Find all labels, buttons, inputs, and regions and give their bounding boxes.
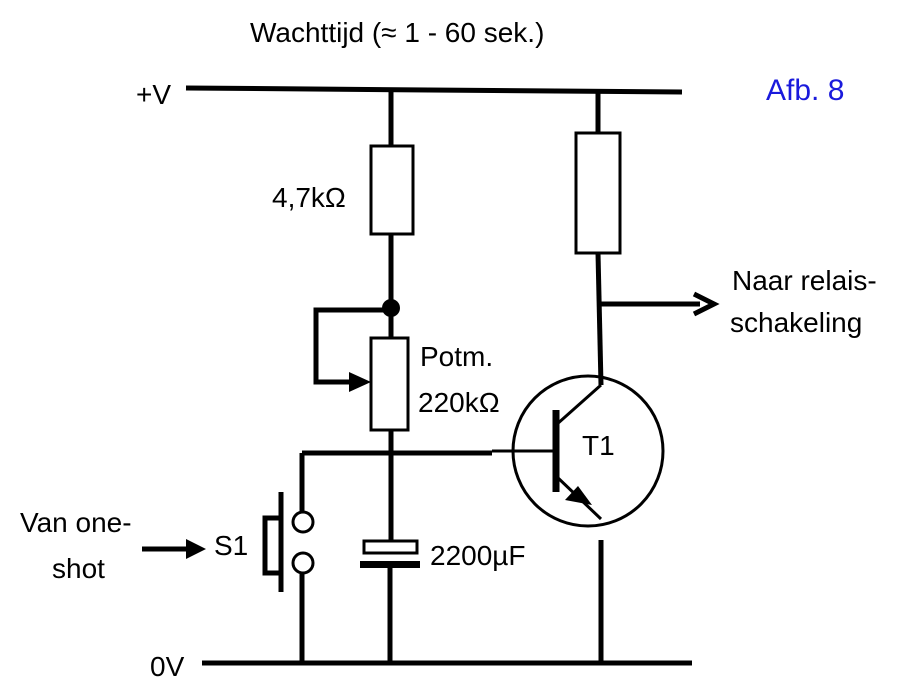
output-label-line2: schakeling: [730, 307, 862, 338]
ground-rail-label: 0V: [150, 651, 185, 682]
switch-top-contact: [291, 510, 315, 534]
input-label-line2: shot: [52, 553, 105, 584]
wiper-arrowhead: [349, 372, 371, 392]
transistor-t1-body: [511, 374, 665, 528]
collector-wire: [595, 252, 604, 386]
capacitor-label: 2200µF: [430, 540, 526, 571]
potentiometer-wiper: [313, 307, 391, 385]
capacitor-top-plate: [362, 539, 419, 555]
capacitor-bottom-plate: [360, 561, 420, 568]
potentiometer: [369, 336, 410, 432]
switch-bottom-contact: [291, 551, 315, 575]
transistor-collector-lead: [555, 383, 602, 427]
input-arrowhead: [186, 539, 206, 559]
diagram-title: Wachttijd (≈ 1 - 60 sek.): [250, 17, 544, 48]
input-label-line1: Van one-: [20, 507, 132, 538]
resistor-r1: [369, 144, 415, 236]
transistor-emitter-arrow: [565, 486, 592, 505]
resistor-r1-label: 4,7kΩ: [272, 182, 346, 213]
output-arrowhead: [692, 291, 720, 317]
positive-rail: [185, 85, 683, 95]
switch-actuator-bracket: [262, 515, 281, 576]
potentiometer-label-line2: 220kΩ: [418, 387, 500, 418]
resistor-collector: [574, 131, 622, 255]
figure-label: Afb. 8: [766, 74, 844, 107]
positive-rail-label: +V: [136, 79, 171, 110]
transistor-label: T1: [582, 430, 615, 461]
potentiometer-label-line1: Potm.: [420, 341, 493, 372]
output-label-line1: Naar relais-: [732, 265, 877, 296]
switch-label: S1: [214, 530, 248, 561]
